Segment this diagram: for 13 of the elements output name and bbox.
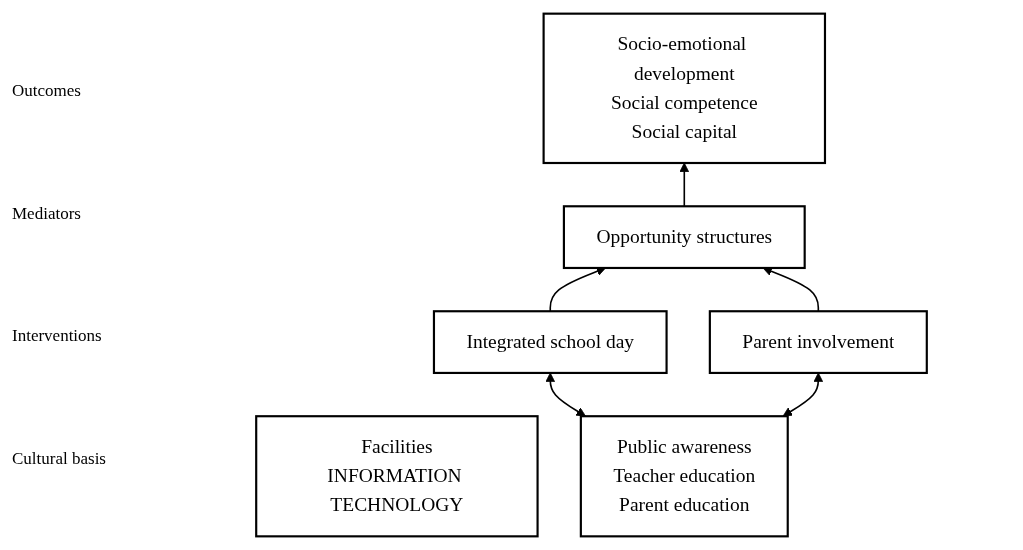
node-box [432,310,668,374]
node-box [708,310,928,374]
node-box [542,12,827,165]
node-box [255,415,539,538]
row-label: Mediators [12,203,82,224]
node-box [562,205,806,270]
diagram: Socio-emotional development Social competence Social capital Facilities INFORMATION TECHNOLOGY Opportunity structures Integrated school day Parent involvement Public awareness Teacher education Parent education [160,5,1023,545]
row-label: Cultural basis [12,448,107,469]
arrow [782,372,824,417]
row-label: Outcomes [12,81,82,102]
row-label: Interventions [12,326,103,347]
arrow [545,372,586,417]
node-box [579,415,789,538]
